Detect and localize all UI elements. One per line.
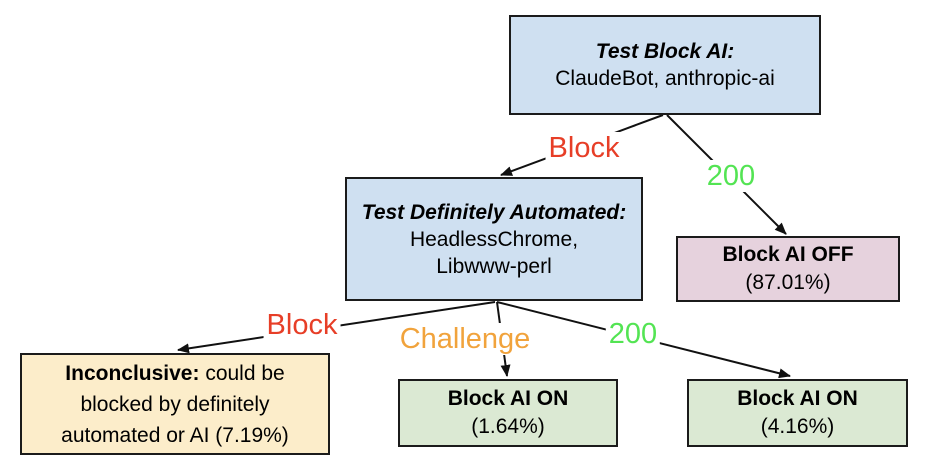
node-title: Test Definitely Automated: xyxy=(361,200,627,224)
node-body: ClaudeBot, anthropic-ai xyxy=(555,67,775,90)
node-test-block-ai: Test Block AI: ClaudeBot, anthropic-ai xyxy=(509,15,821,115)
node-percent: (1.64%) xyxy=(471,415,545,438)
node-percent: (4.16%) xyxy=(760,415,835,438)
node-rest-text: could be blocked by definitely automated… xyxy=(61,361,289,447)
node-title: Block AI OFF xyxy=(722,243,854,266)
node-block-ai-on-200: Block AI ON (4.16%) xyxy=(687,379,908,447)
edge-label-block-bottom: Block xyxy=(263,309,341,341)
node-title: Block AI ON xyxy=(447,387,569,410)
node-body: HeadlessChrome, Libwww-perl xyxy=(409,227,579,278)
node-lead-text: Inconclusive: xyxy=(65,361,200,385)
node-block-ai-on-challenge: Block AI ON (1.64%) xyxy=(398,379,618,447)
edge-label-challenge: Challenge xyxy=(396,323,534,355)
edge-label-block-top: Block xyxy=(545,132,623,164)
node-test-definitely-automated: Test Definitely Automated: HeadlessChrom… xyxy=(345,177,643,301)
edge-label-200-bottom: 200 xyxy=(605,318,661,350)
node-inconclusive: Inconclusive: could be blocked by defini… xyxy=(20,353,330,455)
node-percent: (87.01%) xyxy=(745,271,831,294)
node-title: Test Block AI: xyxy=(595,40,735,63)
node-block-ai-off: Block AI OFF (87.01%) xyxy=(676,236,900,302)
edge-label-200-top: 200 xyxy=(703,160,759,192)
node-body: Inconclusive: could be blocked by defini… xyxy=(32,358,318,451)
node-title: Block AI ON xyxy=(737,387,858,410)
